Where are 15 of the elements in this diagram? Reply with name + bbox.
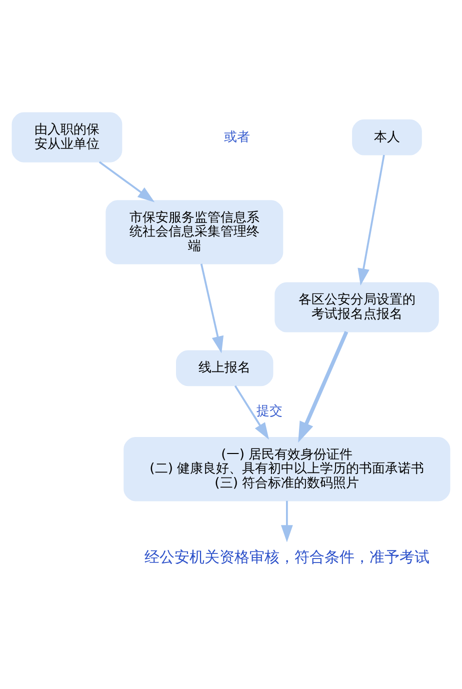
arrow <box>298 330 348 442</box>
arrow <box>234 384 269 440</box>
node-box: (一) 居民有效身份证件 (二) 健康良好、具有初中以上学历的书面承诺书 (三) 符合标准的数码照片 <box>124 436 450 501</box>
arrow <box>280 500 293 542</box>
label: 或者 <box>224 129 250 144</box>
node-box: 各区公安分局设置的考试报名点报名 <box>274 282 439 332</box>
arrow <box>200 263 224 353</box>
node-box: 本人 <box>352 118 422 155</box>
arrow <box>98 160 155 202</box>
node-box: 由入职的保安从业单位 <box>12 112 122 162</box>
node-text: 经公安机关资格审核，符合条件，准予考试 <box>144 547 430 566</box>
node-box: 市保安服务监管信息系统社会信息采集管理终端 <box>106 200 284 264</box>
edge-label: 提交 <box>256 404 282 419</box>
arrow <box>358 154 385 285</box>
node-box: 线上报名 <box>176 350 274 386</box>
